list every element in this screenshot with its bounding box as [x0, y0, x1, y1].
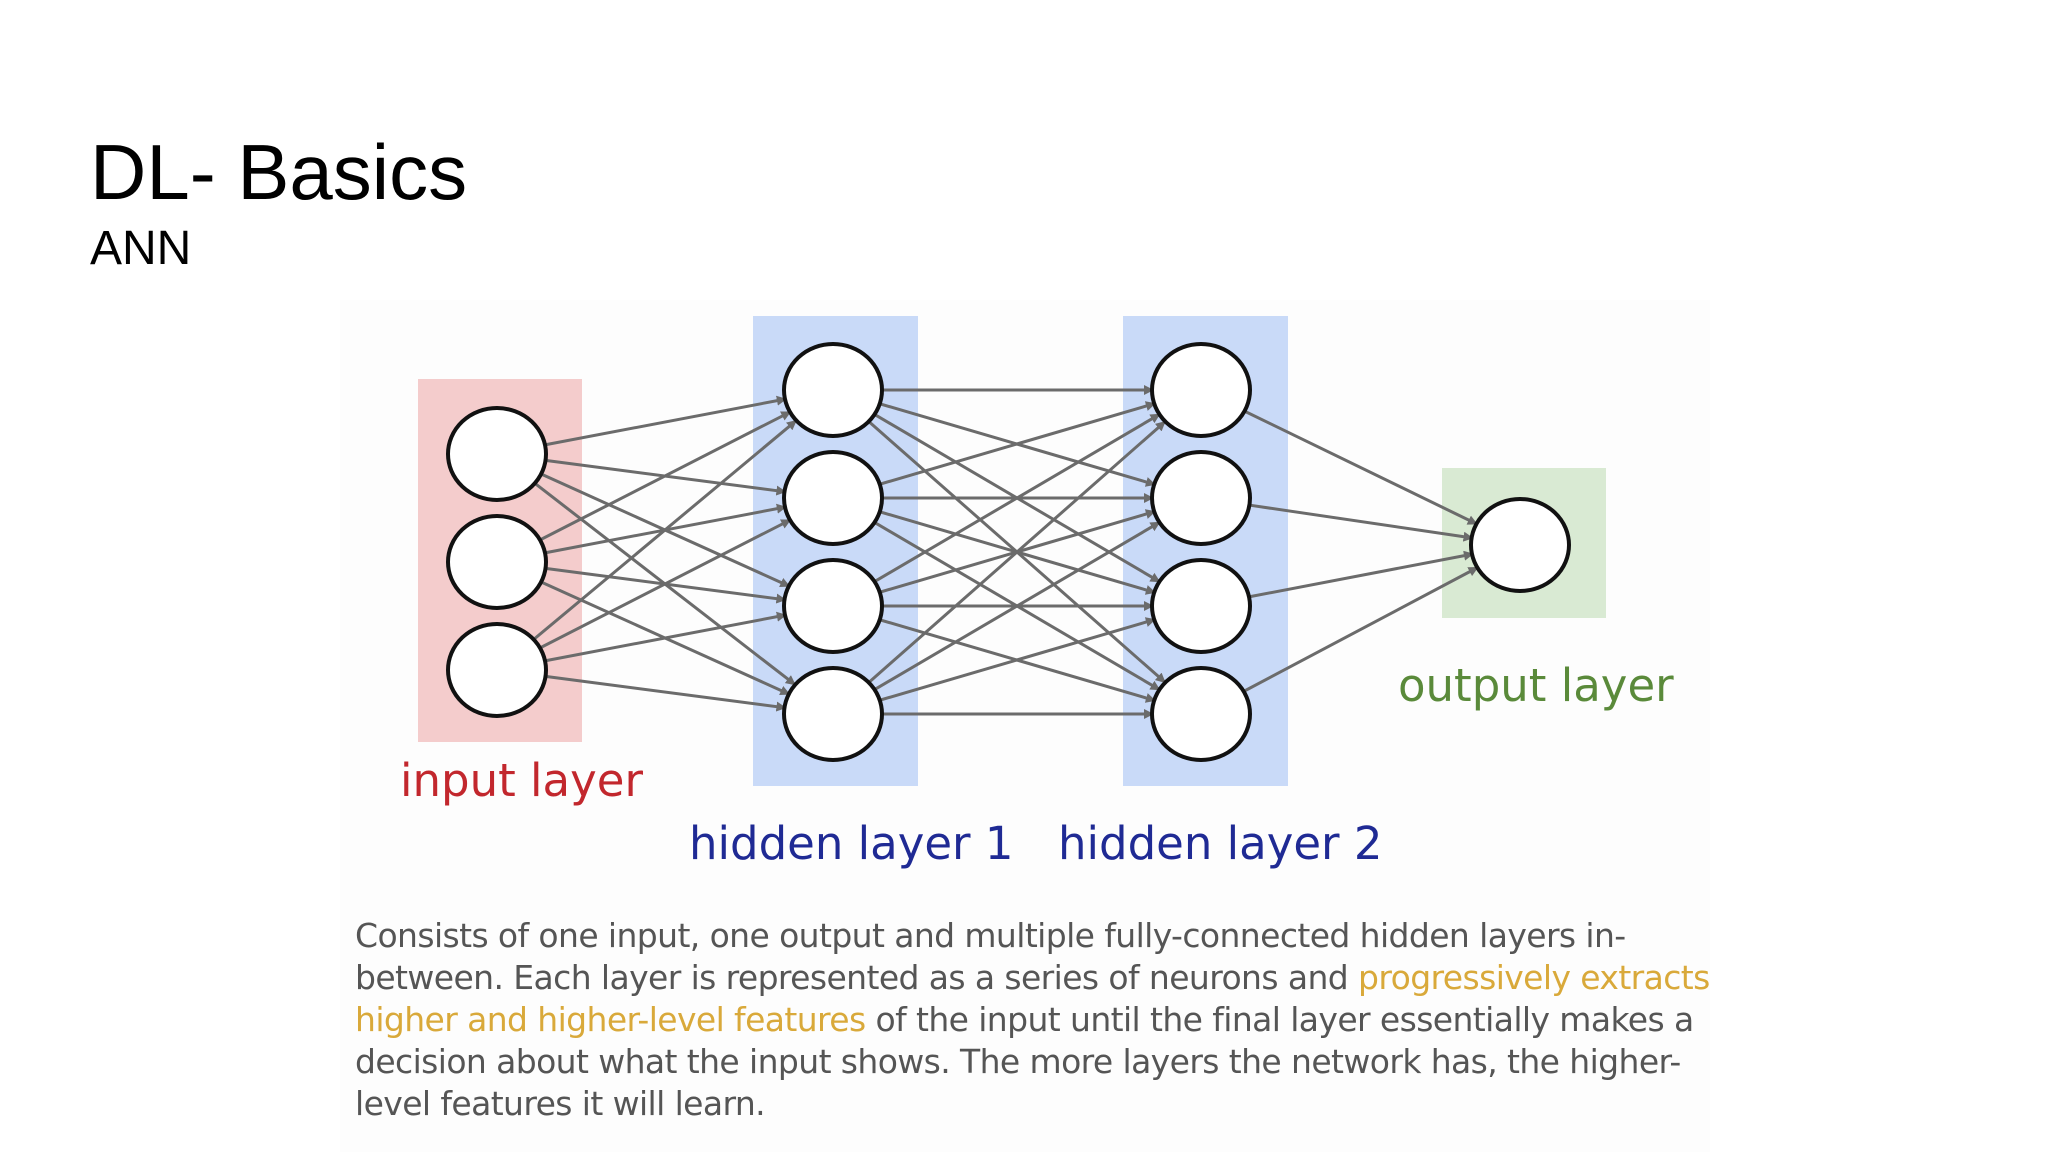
hidden-2-neuron — [1150, 342, 1252, 438]
connection-arrow — [537, 410, 792, 543]
hidden-1-neuron — [782, 666, 884, 762]
input-neuron — [446, 406, 548, 502]
slide-title: DL- Basics — [90, 128, 468, 216]
connection-arrow — [871, 413, 1161, 584]
hidden-layer-1-label: hidden layer 1 — [689, 817, 1014, 870]
connection-arrow — [871, 521, 1161, 692]
connection-arrow — [541, 611, 787, 663]
caption-highlight: higher and higher-level features — [355, 1000, 866, 1039]
hidden-2-neuron — [1150, 666, 1252, 762]
slide-subtitle: ANN — [90, 222, 192, 275]
caption-line-3: higher and higher-level features of the … — [355, 999, 1725, 1041]
connection-arrow — [541, 395, 787, 447]
hidden-1-neuron — [782, 558, 884, 654]
input-neuron — [446, 514, 548, 610]
connection-arrow — [866, 420, 1166, 685]
connection-arrow — [1246, 503, 1474, 542]
connection-arrow — [1240, 566, 1479, 694]
connection-arrow — [876, 401, 1156, 487]
caption-line-2: between. Each layer is represented as a … — [355, 957, 1725, 999]
caption-line-5: level features it will learn. — [355, 1084, 766, 1123]
caption-text: of the input until the final layer essen… — [865, 1000, 1694, 1039]
hidden-2-neuron — [1150, 558, 1252, 654]
connection-arrow — [876, 617, 1156, 703]
hidden-1-neuron — [782, 450, 884, 546]
neural-network-diagram: input layer hidden layer 1 hidden layer … — [400, 316, 1674, 870]
connection-arrow — [537, 518, 792, 651]
output-neuron — [1469, 497, 1571, 593]
hidden-2-neuron — [1150, 450, 1252, 546]
caption-paragraph: Consists of one input, one output and mu… — [355, 915, 1725, 1125]
connection-arrow — [1245, 550, 1474, 599]
connections-group — [531, 385, 1479, 719]
output-layer-label: output layer — [1398, 659, 1674, 712]
hidden-1-neuron — [782, 342, 884, 438]
input-neuron — [446, 622, 548, 718]
connection-arrow — [1241, 408, 1478, 526]
connection-arrow — [531, 419, 798, 642]
caption-line-4: decision about what the input shows. The… — [355, 1042, 1681, 1081]
hidden-layer-2-label: hidden layer 2 — [1058, 817, 1383, 870]
caption-text: between. Each layer is represented as a … — [355, 958, 1359, 997]
input-layer-label: input layer — [400, 754, 643, 807]
caption-line-1: Consists of one input, one output and mu… — [355, 916, 1626, 955]
neurons-group — [446, 342, 1571, 762]
connection-arrow — [542, 674, 787, 712]
caption-highlight: progressively extracts — [1358, 958, 1710, 997]
